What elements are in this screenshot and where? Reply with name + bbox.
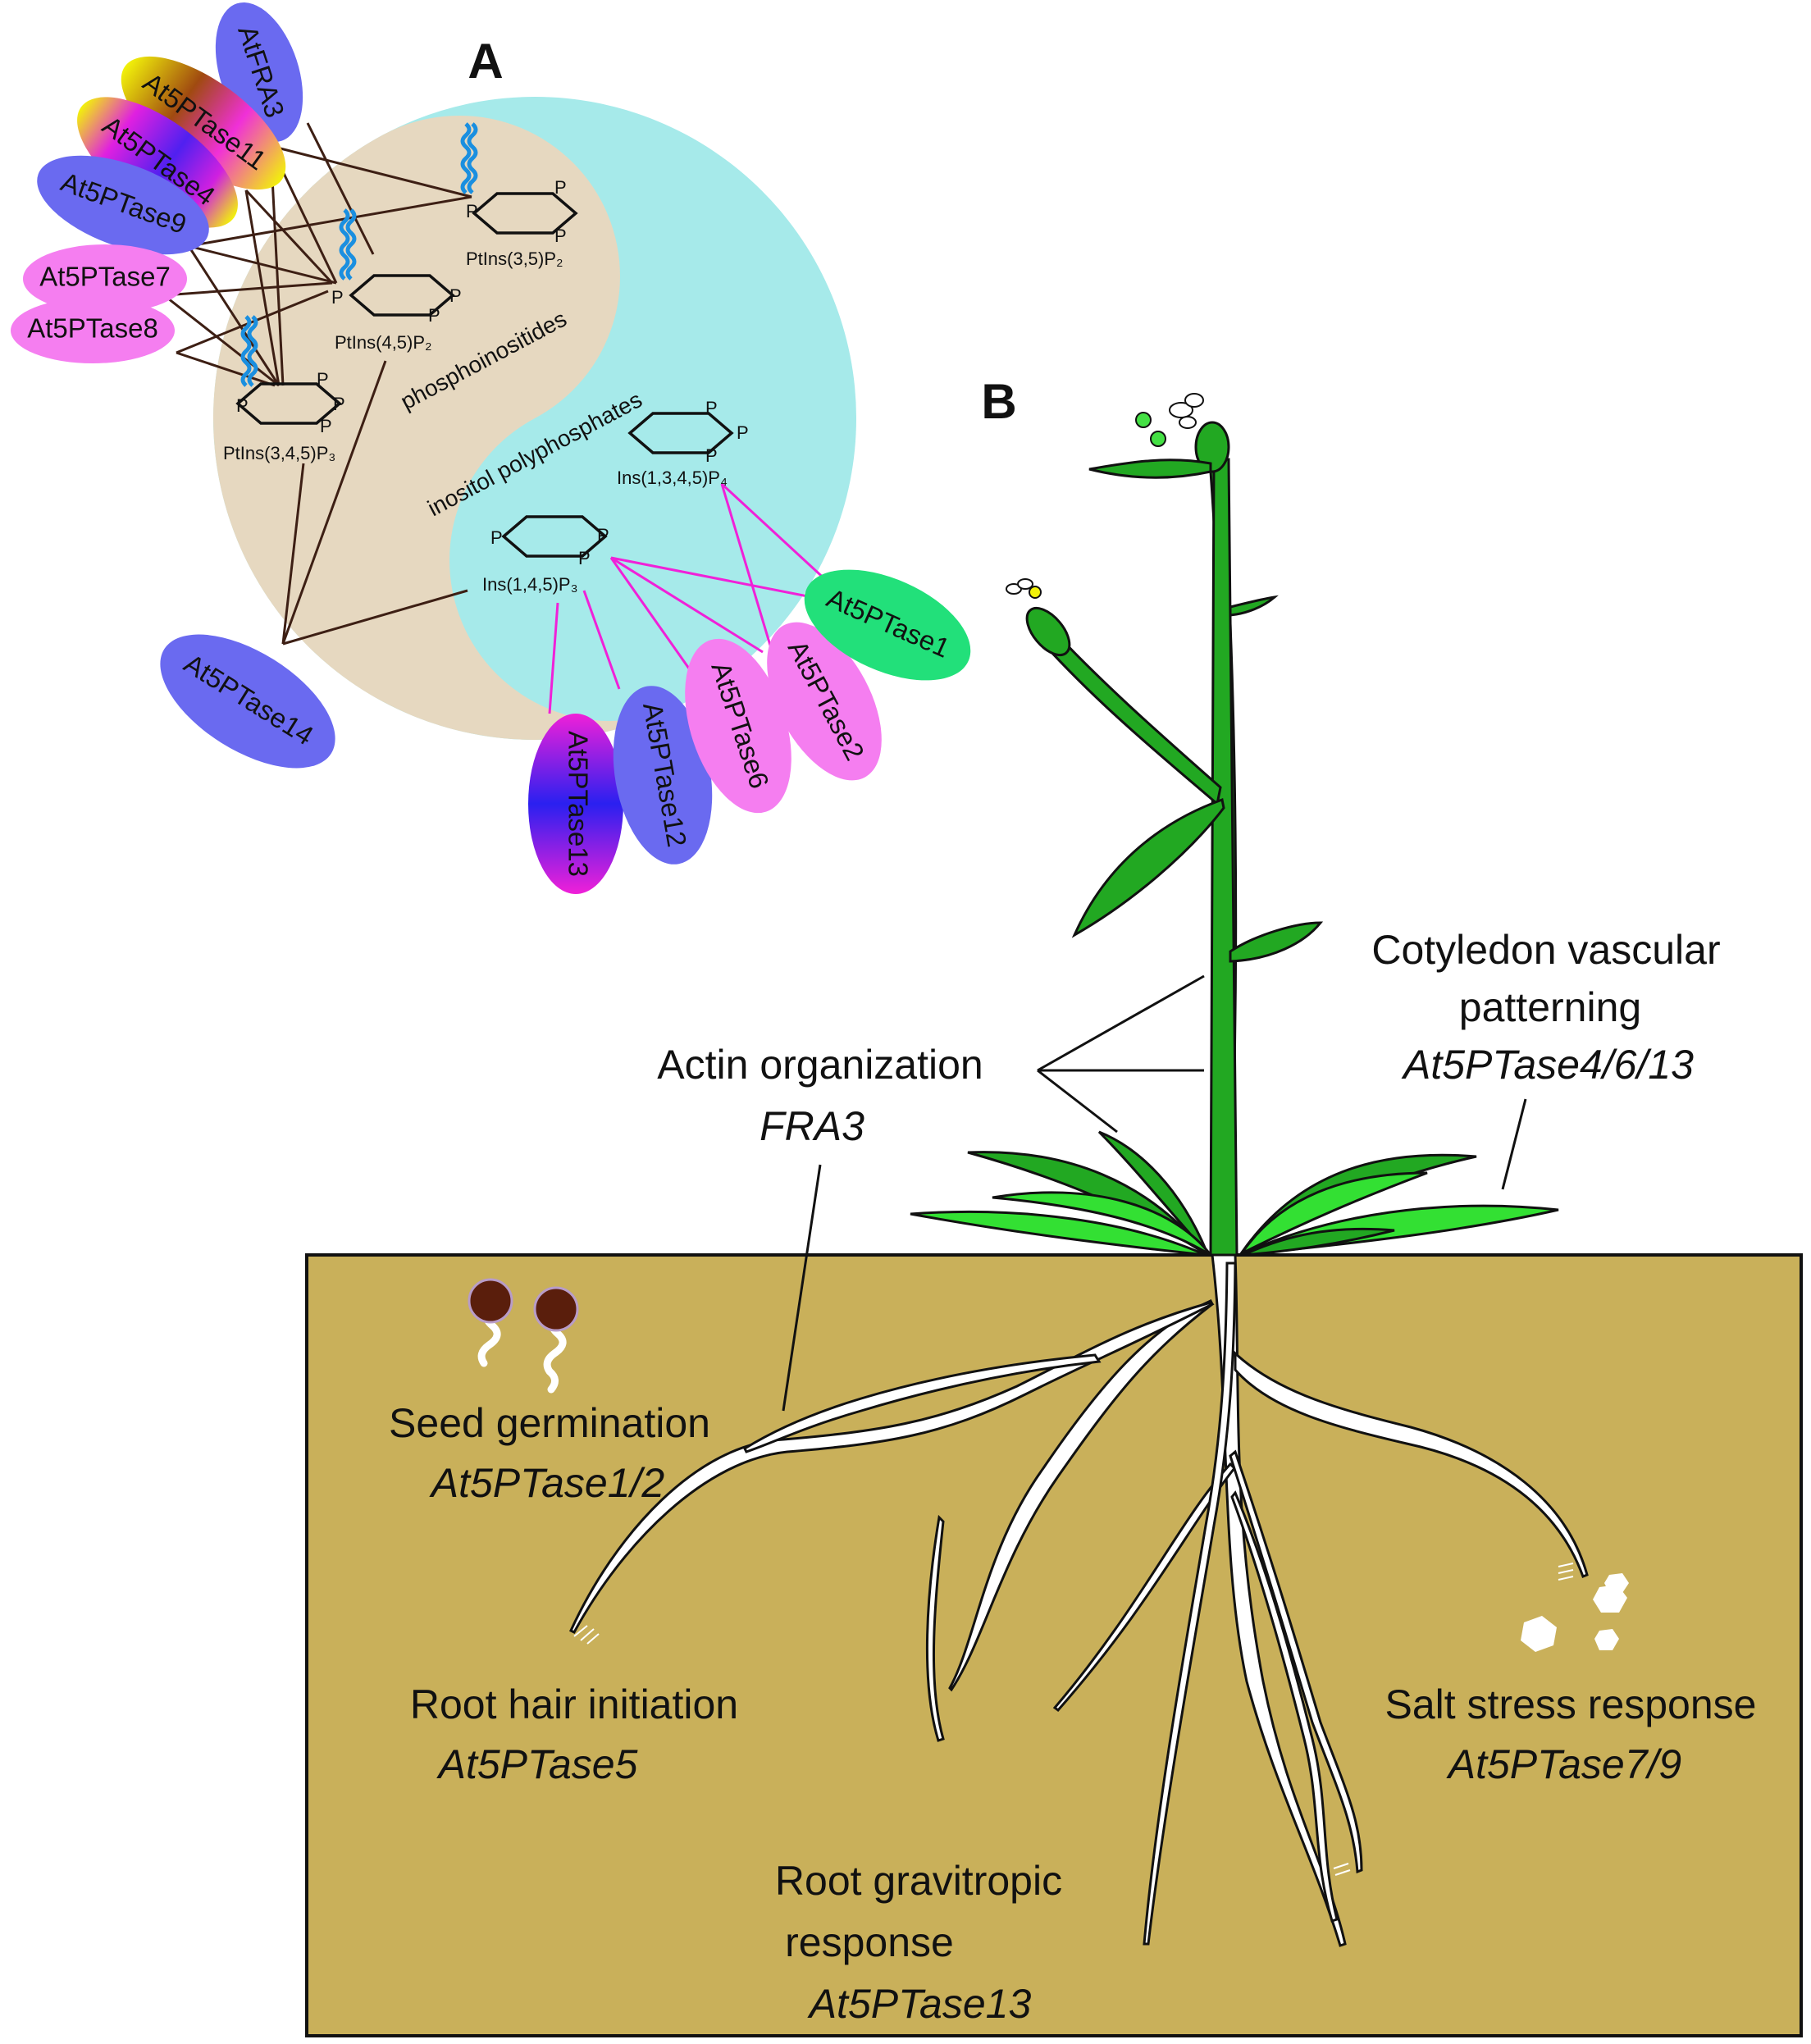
svg-text:At5PTase8: At5PTase8 [27,313,158,344]
enzyme-at5ptase9: At5PTase9 [37,155,209,255]
svg-text:P: P [554,226,567,246]
svg-text:P: P [737,422,749,443]
svg-text:patterning: patterning [1459,984,1641,1030]
svg-text:At5PTase7: At5PTase7 [39,262,171,292]
enzyme-at5ptase12: At5PTase12 [613,686,713,865]
svg-text:Root hair initiation: Root hair initiation [410,1681,738,1727]
enzyme-at5ptase13: At5PTase13 [528,714,623,894]
annotation-leaders [782,974,1527,1412]
enzyme-at5ptase8: At5PTase8 [11,298,175,363]
root-system [569,1253,1589,1947]
panel-a: A phosphoinositides inositol polyphospha… [11,2,971,894]
svg-text:P: P [449,285,462,306]
svg-text:At5PTase4/6/13: At5PTase4/6/13 [1401,1042,1694,1088]
root-hairs [573,1563,1574,1876]
svg-text:At5PTase7/9: At5PTase7/9 [1446,1741,1681,1787]
molecule-ins145p3: P P P Ins(1,4,5)P₃ [482,515,609,595]
svg-text:P: P [466,201,478,221]
molecule-ins1345p4: P P P Ins(1,3,4,5)P₄ [617,398,749,488]
svg-text:response: response [785,1919,954,1965]
rosette-left [910,1130,1212,1257]
annotation-salt-stress: Salt stress response At5PTase7/9 [1385,1681,1757,1787]
root-mid-right [1230,1490,1339,1923]
seed-2 [533,1286,579,1332]
svg-text:At5PTase13: At5PTase13 [807,1981,1032,2027]
root-gravitropic [925,1514,945,1742]
plant-shoot [910,393,1559,1257]
svg-text:P: P [320,416,332,436]
rosette-right [1238,1153,1559,1257]
enzyme-at5ptase1: At5PTase1 [804,569,971,681]
svg-text:Cotyledon vascular: Cotyledon vascular [1371,927,1720,973]
panel-b: B [305,374,1803,2037]
ptins35p2-label: PtIns(3,5)P₂ [466,249,563,269]
ins145p3-label: Ins(1,4,5)P₃ [482,574,578,595]
enzyme-at5ptase7: At5PTase7 [23,244,187,313]
root-left-branch [569,1301,1215,1634]
ptins345p3-label: PtIns(3,4,5)P₃ [223,443,335,463]
annotation-cotyledon: Cotyledon vascular patterning At5PTase4/… [1371,927,1720,1088]
svg-text:Salt stress response: Salt stress response [1385,1681,1757,1727]
annotation-actin: Actin organization FRA3 [657,1042,983,1149]
root-mid-left [1052,1462,1237,1713]
svg-text:P: P [490,527,503,548]
flower-bud-top [1194,421,1230,473]
molecule-ptins345p3: P P P P PtIns(3,4,5)P₃ [223,317,345,463]
root-right-long [1234,1350,1589,1578]
panel-b-label: B [981,374,1016,429]
svg-text:P: P [333,394,345,414]
svg-text:P: P [317,369,329,390]
annotation-gravitropic: Root gravitropic response At5PTase13 [775,1858,1062,2027]
svg-text:Seed germination: Seed germination [389,1400,710,1446]
svg-text:FRA3: FRA3 [760,1103,864,1149]
svg-text:At5PTase13: At5PTase13 [563,731,593,877]
svg-text:At5PTase1/2: At5PTase1/2 [429,1460,665,1506]
salt-crystals [1521,1573,1629,1652]
root-right-low [1229,1449,1363,1874]
svg-text:P: P [331,287,344,308]
inositol-links [548,482,830,714]
svg-text:Root gravitropic: Root gravitropic [775,1858,1062,1904]
svg-text:P: P [554,177,567,198]
svg-text:P: P [705,445,718,466]
stem-leaf-right [1229,921,1324,963]
molecule-ptins35p2: P P P PtIns(3,5)P₂ [463,124,577,269]
stem-leaf-left [1071,798,1225,938]
svg-text:P: P [236,395,249,416]
svg-text:P: P [428,305,440,326]
svg-text:At5PTase5: At5PTase5 [436,1741,638,1787]
svg-text:P: P [597,525,609,545]
root-center-deep [1143,1262,1237,1946]
flower-bud-left [1025,607,1071,656]
svg-text:P: P [705,398,718,418]
molecule-ptins45p2: P P P PtIns(4,5)P₂ [331,210,462,353]
ins1345p4-label: Ins(1,3,4,5)P₄ [617,468,728,488]
root-left-long [948,1299,1214,1692]
seeds [468,1278,579,1394]
seed-1 [468,1278,513,1324]
annotation-seed-germination: Seed germination At5PTase1/2 [389,1400,710,1506]
root-left-upper [743,1353,1102,1453]
enzyme-at5ptase6: At5PTase6 [685,638,791,814]
ptins45p2-label: PtIns(4,5)P₂ [335,332,432,353]
svg-text:Actin organization: Actin organization [657,1042,983,1088]
annotation-root-hair: Root hair initiation At5PTase5 [410,1681,738,1787]
panel-a-label: A [468,34,503,89]
svg-text:P: P [578,548,591,568]
